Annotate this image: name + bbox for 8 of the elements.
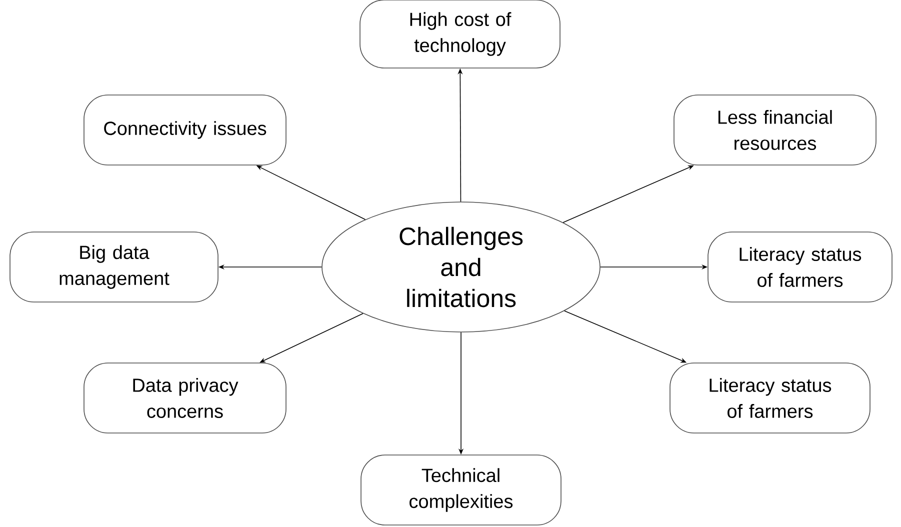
rounded-box: Less financial resources [674,94,876,166]
rounded-box: Data privacy concerns [84,362,286,434]
rounded-box: Big data management [10,232,218,302]
rounded-box: Technical complexities [360,454,562,526]
rounded-box: High cost of technology [360,0,560,68]
rounded-box: Literacy status of farmers [708,232,892,302]
rounded-box: Connectivity issues [84,94,286,166]
rounded-box: Literacy status of farmers [670,362,870,434]
